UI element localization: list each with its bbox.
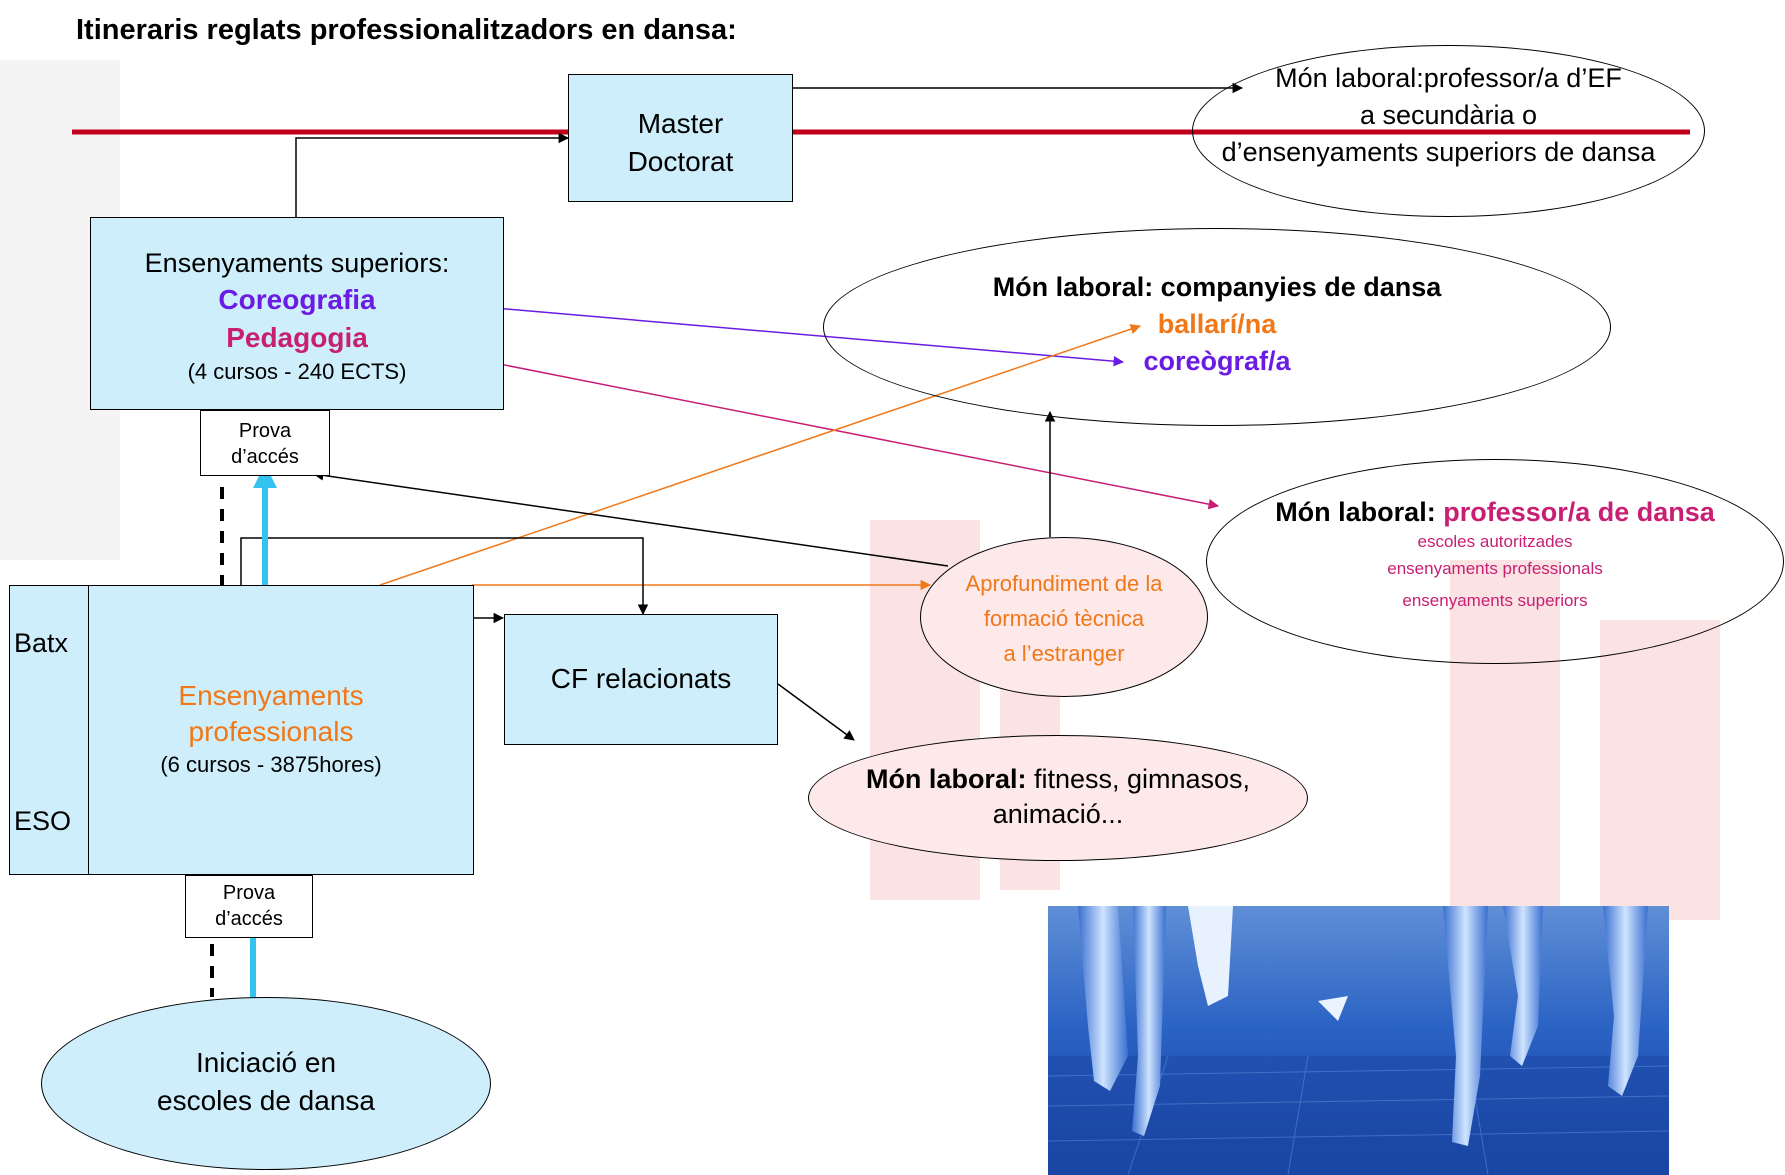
prova-top-line-1: Prova (238, 420, 292, 442)
eso-label: ESO (14, 806, 72, 836)
professor-bold-label: Món laboral: (1275, 497, 1436, 527)
dancers-photo (1048, 906, 1669, 1175)
coreograf-label: coreògraf/a (1143, 346, 1291, 376)
superiors-detail: (4 cursos - 240 ECTS) (187, 359, 407, 384)
arrow-professionals-to-cf-top (240, 537, 649, 616)
fitness-bold-label: Món laboral: (865, 764, 1027, 794)
prova-acces-bottom: Prova d’accés (185, 875, 313, 938)
iniciacio-line-1: Iniciació en (195, 1047, 337, 1078)
professor-ellipse: Món laboral: professor/a de dansa escole… (1206, 459, 1784, 664)
dancers-illustration (1048, 906, 1669, 1175)
arrow-aprofundiment-to-prova (312, 470, 949, 567)
arrow-cf-to-fitness (777, 683, 855, 741)
arrow-pedagogia-to-professor (377, 339, 1220, 510)
ensenyaments-superiors-box: Ensenyaments superiors: Coreografia Peda… (90, 217, 504, 410)
batx-label: Batx (14, 628, 69, 658)
professionals-line-1: Ensenyaments (178, 680, 364, 711)
prova-bottom-line-2: d’accés (215, 908, 283, 930)
work-ef-line-2: a secundària o (1359, 100, 1538, 130)
arrow-superiors-to-master (295, 132, 570, 217)
professor-role: professor/a de dansa (1443, 497, 1715, 527)
page-title: Itineraris reglats professionalitzadors … (76, 14, 737, 46)
companies-heading: Món laboral: companyies de dansa (992, 272, 1442, 302)
iniciacio-line-2: escoles de dansa (157, 1085, 375, 1116)
fitness-line-2: animació... (992, 799, 1124, 829)
batx-eso-panel: Batx ESO (9, 585, 90, 875)
work-ef-line-1: Món laboral:professor/a d’EF (1275, 63, 1622, 93)
prova-bottom-line-1: Prova (222, 882, 276, 904)
cf-relacionats-box: CF relacionats (504, 614, 778, 745)
cf-label: CF relacionats (550, 663, 732, 694)
ballari-label: ballarí/na (1157, 309, 1277, 339)
pedagogia-label: Pedagogia (226, 322, 368, 353)
prova-acces-top: Prova d’accés (200, 410, 330, 476)
prova-top-line-2: d’accés (231, 446, 299, 468)
professor-line-3: ensenyaments superiors (1402, 591, 1588, 610)
iniciacio-ellipse: Iniciació en escoles de dansa (41, 997, 491, 1170)
professor-line-2: ensenyaments professionals (1387, 559, 1603, 578)
professionals-line-2: professionals (188, 716, 354, 747)
fitness-rest: fitness, gimnasos, (1026, 764, 1251, 794)
master-label: Master (637, 108, 724, 139)
companies-ellipse: Món laboral: companyies de dansa ballarí… (823, 228, 1611, 426)
coreografia-label: Coreografia (218, 284, 376, 315)
doctorat-label: Doctorat (627, 146, 734, 177)
superiors-heading: Ensenyaments superiors: (144, 248, 450, 278)
work-ef-line-3: d’ensenyaments superiors de dansa (1221, 137, 1656, 167)
ensenyaments-professionals-box: Ensenyaments professionals (6 cursos - 3… (88, 585, 474, 875)
aprofundiment-line-2: formació tècnica (983, 606, 1145, 631)
work-ef-ellipse: Món laboral:professor/a d’EF a secundàri… (1192, 45, 1705, 217)
aprofundiment-ellipse: Aprofundiment de la formació tècnica a l… (920, 537, 1208, 697)
professor-line-1: escoles autoritzades (1417, 532, 1573, 551)
fitness-ellipse: Món laboral: fitness, gimnasos, animació… (808, 735, 1308, 861)
aprofundiment-line-3: a l’estranger (1003, 641, 1125, 666)
professionals-detail: (6 cursos - 3875hores) (160, 752, 382, 777)
aprofundiment-line-1: Aprofundiment de la (965, 571, 1163, 596)
master-doctorat-box: Master Doctorat (568, 74, 793, 202)
